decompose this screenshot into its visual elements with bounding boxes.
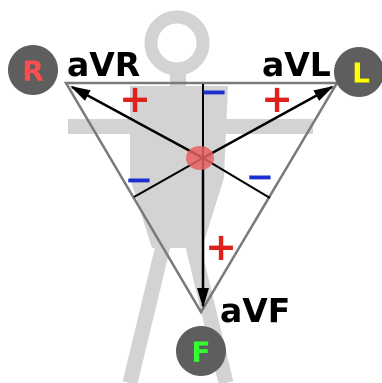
avl-label: aVL	[262, 45, 331, 84]
left-arm-electrode: L	[334, 47, 382, 97]
right-arm-badge	[8, 45, 58, 95]
perpendicular-avr	[202, 157, 271, 199]
right-arm-electrode: R	[8, 45, 58, 95]
avf-negative-sign: −	[200, 72, 229, 112]
heart-marker	[186, 146, 214, 170]
foot-electrode: F	[176, 326, 226, 376]
figure-neck	[170, 68, 186, 86]
figure-head	[144, 10, 210, 76]
foot-badge	[176, 326, 226, 376]
avr-vector-arrow	[70, 85, 204, 160]
figure-left-leg	[122, 244, 171, 383]
avf-label: aVF	[220, 291, 290, 330]
right-arm-letter: R	[22, 55, 44, 88]
avr-positive-sign: +	[119, 77, 151, 121]
avl-vector-arrow	[202, 85, 334, 160]
avl-positive-sign: +	[261, 77, 293, 121]
avl-negative-sign: −	[246, 157, 275, 197]
lead-vectors	[70, 85, 334, 308]
left-arm-letter: L	[352, 57, 370, 90]
foot-letter: F	[191, 336, 210, 369]
polarity-signs: + + + − − −	[119, 72, 293, 269]
avr-negative-sign: −	[125, 160, 154, 200]
left-arm-badge	[334, 47, 382, 97]
avr-label: aVR	[67, 45, 140, 84]
avf-positive-sign: +	[205, 225, 237, 269]
